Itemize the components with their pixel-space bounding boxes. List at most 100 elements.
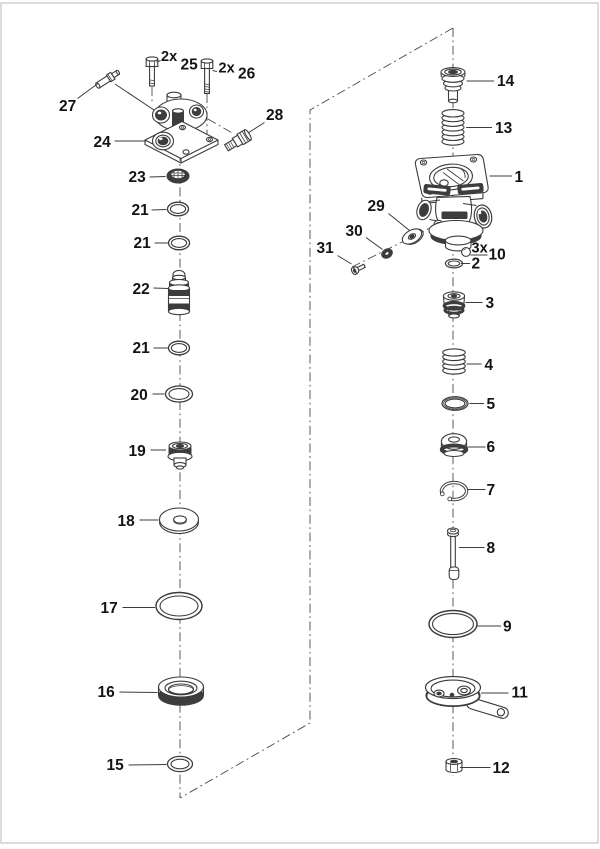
callout-21-first-label: 21 [132, 202, 150, 219]
leader-28 [247, 122, 265, 134]
part-12-hex-nut [445, 757, 463, 774]
callout-13-label: 13 [495, 120, 513, 137]
callout-18-label: 18 [118, 513, 136, 530]
part-27-fitting [95, 69, 121, 89]
leader-16 [119, 691, 158, 693]
part-25-bolt [145, 56, 159, 87]
callout-5: 5 [469, 396, 496, 413]
callout-26-qty: 2x [219, 61, 235, 77]
callout-22: 22 [133, 281, 169, 298]
screw-31-axis [351, 222, 441, 268]
callout-10: 3x 10 [470, 241, 506, 264]
callout-21-second: 21 [134, 235, 169, 252]
callout-24: 24 [94, 134, 146, 151]
boundary-centerline [179, 27, 454, 799]
callout-23: 23 [129, 169, 166, 186]
part-13-spring [441, 109, 465, 146]
callout-21-first: 21 [132, 202, 167, 219]
callout-9: 9 [477, 619, 512, 636]
callout-8-label: 8 [487, 540, 496, 557]
part-21-oring-1 [166, 201, 190, 217]
callout-27-label: 27 [59, 98, 76, 115]
part-10-ball [461, 247, 471, 257]
callout-27: 27 [59, 83, 99, 115]
part-1-valve-body [414, 153, 493, 252]
callout-2-label: 2 [472, 256, 481, 273]
callout-26: 2x 26 [212, 61, 256, 83]
part-4-spring [442, 348, 466, 375]
callout-26-label: 26 [238, 66, 256, 83]
leader-22 [153, 287, 169, 289]
part-15-oring [166, 755, 194, 773]
callout-16: 16 [98, 684, 158, 701]
callout-14-label: 14 [497, 73, 515, 90]
part-18-washer-disc [158, 507, 200, 535]
callout-3-label: 3 [486, 295, 495, 312]
callout-10-qty: 3x [472, 241, 488, 257]
leader-21-first [151, 209, 167, 211]
callout-7-label: 7 [487, 482, 496, 499]
callout-4-label: 4 [485, 357, 494, 374]
leader-15 [128, 764, 167, 766]
part-8-pin [446, 527, 460, 581]
callout-15-label: 15 [107, 757, 125, 774]
callout-8: 8 [459, 540, 496, 557]
part-11-bottom-cap [424, 675, 509, 719]
part-26-bolt [200, 58, 214, 95]
fitting-27-axis [114, 83, 161, 115]
callout-28-label: 28 [266, 107, 284, 124]
plug-28-axis [207, 118, 235, 135]
callout-30: 30 [346, 223, 383, 250]
callout-25: 2x 25 [156, 49, 198, 74]
callout-5-label: 5 [487, 396, 496, 413]
callout-4: 4 [466, 357, 494, 374]
callout-30-label: 30 [346, 223, 363, 240]
part-5-washer-ring [441, 396, 469, 411]
part-20-oring [164, 385, 194, 403]
callout-6-label: 6 [487, 439, 496, 456]
part-21-oring-2 [167, 235, 191, 251]
callout-21-third-label: 21 [133, 340, 151, 357]
callout-14: 14 [466, 73, 515, 90]
callout-11: 11 [481, 685, 528, 702]
part-19-valve-insert [167, 441, 193, 470]
callout-7: 7 [468, 482, 495, 499]
callout-20-label: 20 [131, 387, 148, 404]
callout-2: 2 [461, 256, 480, 273]
part-24-cover-body [144, 91, 219, 164]
callout-19-label: 19 [129, 443, 147, 460]
callout-1-label: 1 [515, 169, 524, 186]
part-17-oring-large [155, 591, 203, 621]
callout-12-label: 12 [493, 760, 510, 777]
callout-3: 3 [465, 295, 495, 312]
callout-21-second-label: 21 [134, 235, 152, 252]
part-22-valve-piston [167, 269, 191, 316]
leader-25 [156, 60, 161, 63]
callout-15: 15 [107, 757, 167, 774]
callout-24-label: 24 [94, 134, 112, 151]
callout-1: 1 [489, 169, 524, 186]
part-23-filter [166, 168, 190, 184]
part-2-oring [444, 258, 464, 269]
callout-28: 28 [247, 107, 284, 134]
callout-18: 18 [118, 513, 159, 530]
callout-31-label: 31 [317, 240, 335, 257]
part-21-oring-3 [167, 340, 191, 356]
callout-13: 13 [466, 120, 513, 137]
callout-21-third: 21 [133, 340, 168, 357]
part-31-screw [350, 263, 367, 276]
callout-10-label: 10 [489, 247, 506, 264]
leader-31 [337, 255, 352, 265]
callout-19: 19 [129, 443, 166, 460]
leader-30 [365, 237, 383, 250]
part-3-valve-insert [442, 291, 466, 319]
callout-25-qty: 2x [161, 49, 177, 65]
part-29-washer [401, 228, 424, 245]
leader-27 [77, 83, 99, 99]
callout-17-label: 17 [101, 600, 118, 617]
callout-6: 6 [467, 439, 496, 456]
callout-16-label: 16 [98, 684, 116, 701]
callout-20: 20 [131, 387, 165, 404]
callout-11-label: 11 [512, 685, 529, 702]
